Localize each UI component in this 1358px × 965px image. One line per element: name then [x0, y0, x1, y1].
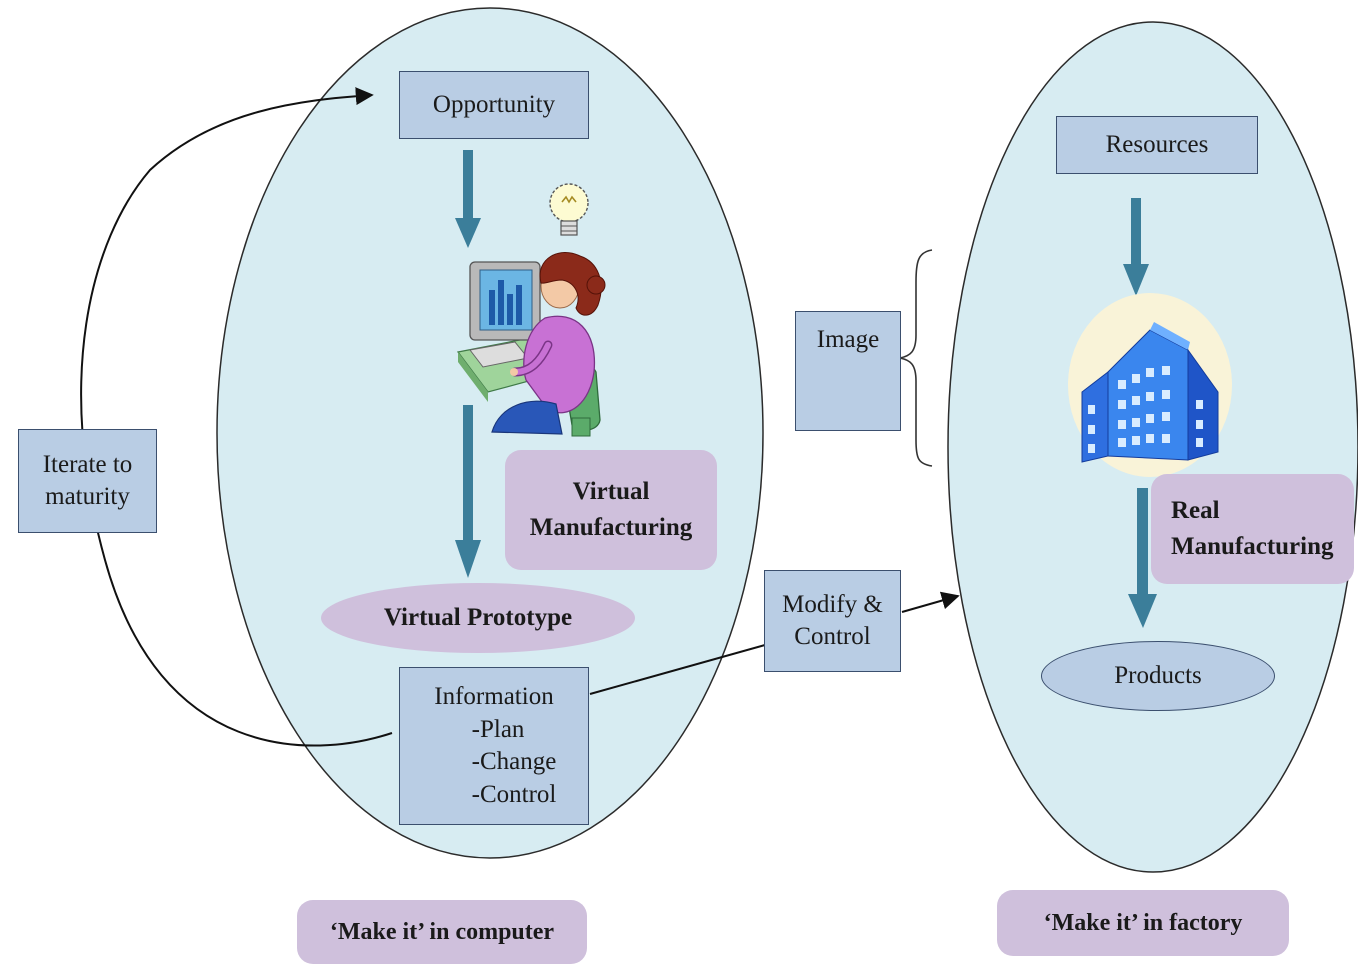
- make-it-in-computer-caption: ‘Make it’ in computer: [297, 900, 587, 964]
- virtual-prototype-ellipse: Virtual Prototype: [321, 583, 635, 653]
- computer-user-icon: [456, 251, 606, 437]
- resources-label: Resources: [1105, 131, 1209, 158]
- information-items: -Plan -Change -Control: [432, 714, 557, 812]
- information-item-control: -Control: [471, 780, 557, 808]
- information-title: Information: [434, 683, 554, 710]
- make-it-in-factory-text: ‘Make it’ in factory: [1043, 909, 1243, 936]
- information-box: Information -Plan -Change -Control: [399, 667, 589, 825]
- virtual-manufacturing-label: Virtual Manufacturing: [505, 450, 717, 570]
- modify-to-factory-arrow: [901, 591, 960, 613]
- products-ellipse: Products: [1041, 641, 1275, 711]
- lightbulb-icon: [549, 183, 589, 236]
- information-item-change: -Change: [471, 748, 557, 775]
- opportunity-down-arrow: [455, 150, 481, 248]
- information-to-modify-line: [589, 644, 766, 695]
- image-label: Image: [816, 326, 880, 353]
- make-it-in-factory-caption: ‘Make it’ in factory: [997, 890, 1289, 956]
- resources-down-arrow: [1123, 198, 1149, 296]
- opportunity-label: Opportunity: [432, 91, 556, 118]
- resources-box: Resources: [1056, 116, 1258, 174]
- image-brace: [899, 249, 933, 467]
- iterate-loop-arrow: [80, 87, 393, 747]
- real-manufacturing-label: Real Manufacturing: [1151, 474, 1354, 584]
- virtual-manufacturing-down-arrow: [455, 405, 481, 578]
- opportunity-box: Opportunity: [399, 71, 589, 139]
- building-icon: [1068, 293, 1232, 477]
- real-manufacturing-down-arrow: [1128, 488, 1157, 628]
- products-label: Products: [1114, 662, 1202, 689]
- iterate-to-maturity-box: Iterate to maturity: [18, 429, 157, 533]
- modify-control-box: Modify & Control: [764, 570, 901, 672]
- make-it-in-computer-text: ‘Make it’ in computer: [329, 918, 555, 945]
- virtual-prototype-label: Virtual Prototype: [383, 604, 573, 631]
- information-item-plan: -Plan: [471, 715, 525, 743]
- image-box: Image: [795, 311, 901, 431]
- computer-region-ellipse: [216, 7, 764, 859]
